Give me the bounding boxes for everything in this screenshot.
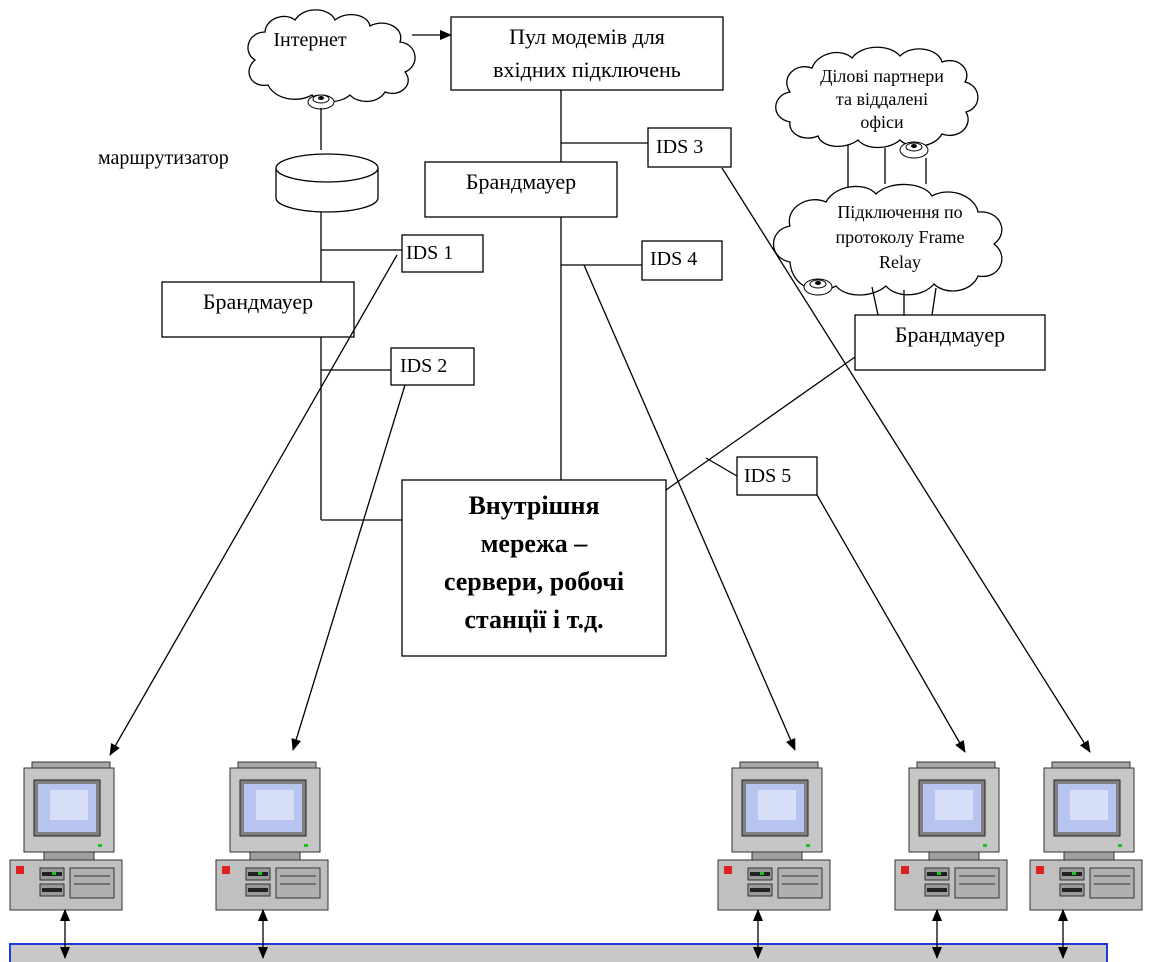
partners-line-2: та віддалені: [836, 89, 928, 109]
cloud-icon: [773, 183, 1003, 296]
internal-network-line-1: Внутрішня: [468, 491, 599, 520]
modem-icon: [899, 141, 929, 159]
firewall-center-label: Брандмауер: [466, 169, 576, 194]
computer-4: [894, 761, 1008, 911]
computer-3: [717, 761, 831, 911]
internal-network-line-2: мережа –: [481, 529, 589, 558]
internal-network-box: Внутрішня мережа – сервери, робочі станц…: [401, 479, 667, 657]
computer-icon: [9, 761, 123, 911]
computer-icon: [1029, 761, 1143, 911]
partners-line-3: офіси: [860, 112, 904, 132]
firewall-center: Брандмауер: [424, 161, 618, 218]
internal-network-line-3: сервери, робочі: [444, 567, 624, 596]
router-label: маршрутизатор: [98, 147, 229, 169]
frame-relay-line-1: Підключення по: [837, 202, 962, 222]
cloud-icon: [775, 46, 979, 149]
computer-icon: [717, 761, 831, 911]
ids-2-box: IDS 2: [390, 347, 475, 386]
modem-pool-line-1: Пул модемів для: [509, 24, 665, 49]
modem-pool-line-2: вхідних підключень: [493, 57, 681, 82]
ids-4-label: IDS 4: [650, 248, 697, 270]
internal-network-line-4: станції і т.д.: [464, 605, 603, 634]
modem-icon: [307, 94, 335, 110]
router-cylinder-icon: [275, 153, 379, 213]
ids-2-label: IDS 2: [400, 355, 447, 377]
computer-5: [1029, 761, 1143, 911]
computer-icon: [894, 761, 1008, 911]
ids-4-box: IDS 4: [641, 240, 723, 281]
ids-5-box: IDS 5: [736, 456, 818, 496]
partners-cloud: Ділові партнери та віддалені офіси: [775, 46, 979, 149]
lan-bus-bar: [9, 943, 1108, 962]
frame-relay-cloud: Підключення по протоколу Frame Relay: [773, 183, 1003, 296]
ids-5-label: IDS 5: [744, 465, 791, 487]
computer-1: [9, 761, 123, 911]
ids-1-box: IDS 1: [401, 234, 484, 273]
internet-cloud: Інтернет: [247, 9, 416, 103]
modem-icon: [803, 278, 833, 296]
cloud-icon: [247, 9, 416, 103]
computer-icon: [215, 761, 329, 911]
ids-1-label: IDS 1: [406, 242, 453, 264]
modem-pool-box: Пул модемів для вхідних підключень: [450, 16, 724, 91]
firewall-right-label: Брандмауер: [895, 322, 1005, 347]
ids-3-label: IDS 3: [656, 136, 703, 158]
frame-relay-line-3: Relay: [879, 252, 921, 272]
computer-2: [215, 761, 329, 911]
internet-label: Інтернет: [273, 29, 347, 51]
partners-line-1: Ділові партнери: [820, 66, 944, 86]
firewall-left: Брандмауер: [161, 281, 355, 338]
firewall-right: Брандмауер: [854, 314, 1046, 371]
ids-3-box: IDS 3: [647, 127, 732, 168]
firewall-left-label: Брандмауер: [203, 289, 313, 314]
frame-relay-line-2: протоколу Frame: [835, 227, 964, 247]
